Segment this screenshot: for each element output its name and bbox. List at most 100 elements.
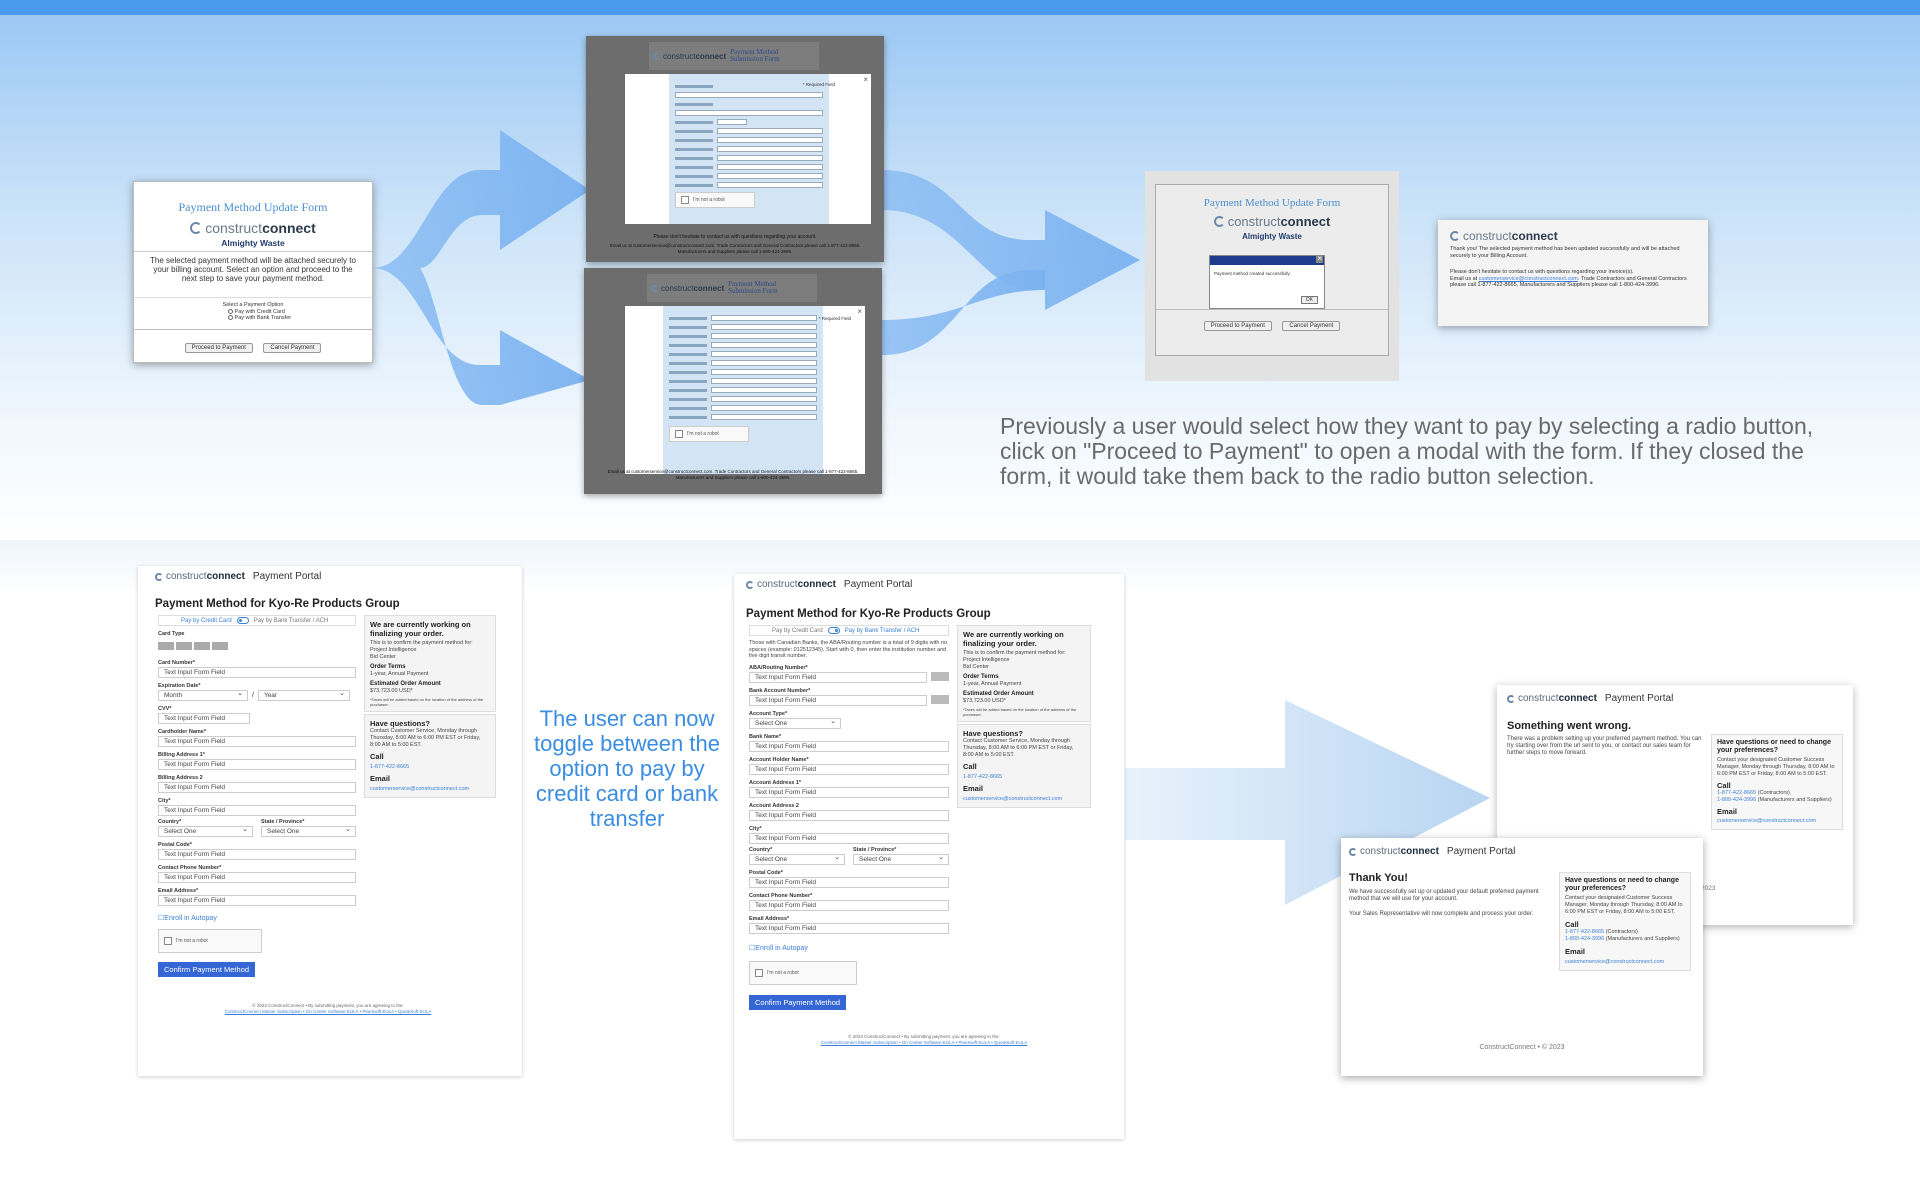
- modal-field[interactable]: [675, 182, 823, 188]
- payment-type-toggle[interactable]: Pay by Credit Card Pay by Bank Transfer /…: [158, 615, 356, 626]
- modal-field[interactable]: [675, 164, 823, 170]
- footer-links[interactable]: ConstructConnect Master Subscription • O…: [820, 1039, 1028, 1045]
- confirm-payment-button[interactable]: Confirm Payment Method: [749, 994, 847, 1010]
- enroll-autopay-checkbox[interactable]: ☐Enroll in Autopay: [158, 915, 217, 922]
- modal-field[interactable]: [675, 146, 823, 152]
- billing1-input[interactable]: Text Input Form Field: [158, 759, 356, 770]
- phone-input[interactable]: Text Input Form Field: [158, 872, 356, 883]
- modal-field[interactable]: [669, 387, 817, 393]
- sidebar-product: Project Intelligence: [963, 657, 1010, 663]
- modal-field[interactable]: [669, 351, 817, 357]
- close-icon[interactable]: ×: [857, 307, 862, 316]
- holder-input[interactable]: Text Input Form Field: [749, 763, 949, 775]
- toggle-credit-card[interactable]: Pay by Credit Card: [772, 627, 823, 634]
- exp-year-select[interactable]: Year: [257, 689, 350, 701]
- modal-field[interactable]: [675, 128, 823, 134]
- phone-input[interactable]: Text Input Form Field: [749, 899, 949, 911]
- toggle-bank[interactable]: Pay by Bank Transfer / ACH: [253, 617, 329, 624]
- bank-name-input[interactable]: Text Input Form Field: [749, 740, 949, 752]
- country-select[interactable]: Select One: [158, 825, 253, 837]
- phone2-link[interactable]: 1-800-424-3996: [1565, 936, 1605, 942]
- address1-input[interactable]: Text Input Form Field: [749, 786, 949, 798]
- cancel-payment-button[interactable]: Cancel Payment: [263, 343, 322, 353]
- radio-bank-transfer[interactable]: Pay with Bank Transfer: [228, 315, 372, 321]
- card-brand-icon: [194, 642, 210, 650]
- radio-icon[interactable]: [228, 315, 233, 321]
- phone1-link[interactable]: 1-877-422-8665: [1717, 790, 1757, 796]
- recaptcha[interactable]: I'm not a robot: [158, 929, 262, 953]
- account-type-select[interactable]: Select One: [749, 717, 841, 729]
- email-link[interactable]: customerservice@constructconnect.com: [1717, 818, 1817, 824]
- toggle-bank[interactable]: Pay by Bank Transfer / ACH: [844, 627, 920, 634]
- cvv-input[interactable]: Text Input Form Field: [158, 713, 250, 724]
- phone2-link[interactable]: 1-800-424-3996: [1717, 797, 1757, 803]
- confirm-payment-button[interactable]: Confirm Payment Method: [158, 962, 256, 977]
- footer-links[interactable]: ConstructConnect Master Subscription • O…: [224, 1009, 432, 1014]
- modal-field[interactable]: [675, 92, 823, 98]
- cancel-payment-button[interactable]: Cancel Payment: [1282, 321, 1341, 331]
- email-link[interactable]: customerservice@constructconnect.com: [370, 786, 470, 792]
- phone-link[interactable]: 1-877-422-8665: [370, 764, 410, 770]
- toggle-switch[interactable]: [827, 627, 840, 634]
- modal-field[interactable]: [669, 360, 817, 366]
- checkbox-icon[interactable]: [675, 430, 683, 438]
- checkbox-icon[interactable]: [755, 968, 763, 977]
- email-link[interactable]: customerservice@constructconnect.com: [963, 796, 1063, 802]
- modal-field[interactable]: [669, 333, 817, 339]
- radio-credit-card[interactable]: Pay with Credit Card: [228, 309, 372, 315]
- modal-field[interactable]: [675, 155, 823, 161]
- city-label: City*: [158, 798, 171, 804]
- check-image-icon: [931, 672, 949, 681]
- radio-icon[interactable]: [228, 309, 233, 315]
- modal-field[interactable]: [669, 405, 817, 411]
- modal-footer-line1: Please don't hesitate to contact us with…: [653, 234, 817, 240]
- state-select[interactable]: Select One: [853, 853, 949, 865]
- phone-link[interactable]: 1-877-422-8665: [963, 774, 1003, 780]
- proceed-to-payment-button[interactable]: Proceed to Payment: [1203, 321, 1272, 331]
- email-input[interactable]: Text Input Form Field: [158, 895, 356, 906]
- thank-you-email-link[interactable]: customerservice@constructconnect.com: [1478, 275, 1578, 282]
- routing-input[interactable]: Text Input Form Field: [749, 671, 927, 683]
- cardholder-input[interactable]: Text Input Form Field: [158, 736, 356, 747]
- city-input[interactable]: Text Input Form Field: [749, 832, 949, 844]
- billing2-input[interactable]: Text Input Form Field: [158, 782, 356, 793]
- close-icon[interactable]: ×: [863, 75, 868, 84]
- recaptcha[interactable]: I'm not a robot: [669, 426, 749, 442]
- modal-field[interactable]: [669, 378, 817, 384]
- country-select[interactable]: Select One: [749, 853, 845, 865]
- modal-field[interactable]: [675, 110, 823, 116]
- email-input[interactable]: Text Input Form Field: [749, 922, 949, 934]
- account-number-input[interactable]: Text Input Form Field: [749, 694, 927, 706]
- postal-input[interactable]: Text Input Form Field: [749, 876, 949, 888]
- recaptcha[interactable]: I'm not a robot: [675, 192, 755, 208]
- phone1-link[interactable]: 1-877-422-8665: [1565, 929, 1605, 935]
- checkbox-icon[interactable]: [164, 937, 172, 945]
- ok-button[interactable]: OK: [1300, 296, 1318, 304]
- close-icon[interactable]: ×: [1316, 254, 1323, 263]
- modal-field[interactable]: [675, 173, 823, 179]
- checkbox-icon[interactable]: [681, 196, 689, 204]
- email-link[interactable]: customerservice@constructconnect.com: [1565, 959, 1665, 965]
- modal-field[interactable]: [669, 324, 817, 330]
- tax-note: *Taxes will be added based on the locati…: [370, 697, 484, 707]
- modal-field[interactable]: [669, 315, 817, 321]
- proceed-to-payment-button[interactable]: Proceed to Payment: [184, 343, 253, 353]
- toggle-credit-card[interactable]: Pay by Credit Card: [181, 617, 232, 624]
- toggle-switch[interactable]: [236, 617, 249, 624]
- card-number-input[interactable]: Text Input Form Field: [158, 667, 356, 678]
- state-select[interactable]: Select One: [261, 825, 356, 837]
- enroll-autopay-checkbox[interactable]: ☐Enroll in Autopay: [749, 944, 808, 952]
- recaptcha[interactable]: I'm not a robot: [749, 960, 857, 985]
- modal-field[interactable]: [669, 414, 817, 420]
- modal-field[interactable]: [669, 342, 817, 348]
- modal-field[interactable]: [675, 119, 823, 125]
- modal-field[interactable]: [675, 137, 823, 143]
- exp-month-select[interactable]: Month: [158, 689, 248, 701]
- address2-input[interactable]: Text Input Form Field: [749, 809, 949, 821]
- modal-field[interactable]: [669, 396, 817, 402]
- postal-input[interactable]: Text Input Form Field: [158, 849, 356, 860]
- city-input[interactable]: Text Input Form Field: [158, 805, 356, 816]
- payment-type-toggle[interactable]: Pay by Credit Card Pay by Bank Transfer /…: [749, 625, 949, 636]
- modal-field[interactable]: [669, 369, 817, 375]
